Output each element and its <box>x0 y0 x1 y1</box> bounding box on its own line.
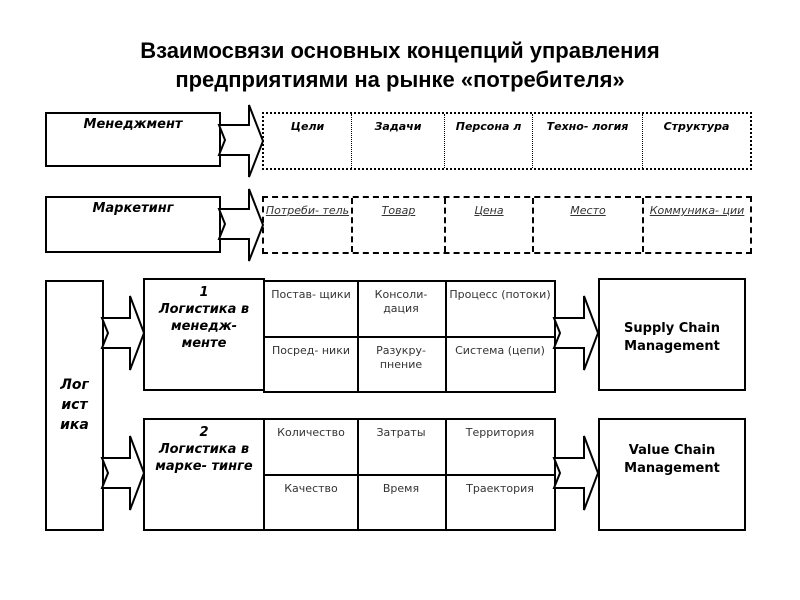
result-label: Supply Chain Management <box>624 321 720 354</box>
marketing-concepts-box: Потреби- тель Товар Цена Место Коммуника… <box>262 196 752 254</box>
marketing-item: Коммуника- ции <box>642 198 750 252</box>
grid-cell: Процесс (потоки) <box>449 288 551 301</box>
grid-cell: Качество <box>284 482 338 495</box>
grid-cell: Постав- щики <box>271 288 351 301</box>
block-label: Логистика в марке- тинге <box>155 442 253 474</box>
title-line-1: Взаимосвязи основных концепций управлени… <box>140 38 660 63</box>
management-item: Персона л <box>444 114 532 168</box>
logistics-management-grid: Постав- щики Консоли- дация Процесс (пот… <box>263 280 556 393</box>
supply-chain-management-box: Supply Chain Management <box>598 278 746 391</box>
management-concepts-box: Цели Задачи Персона л Техно- логия Струк… <box>262 112 752 170</box>
management-item: Структура <box>642 114 750 168</box>
arrow-icon <box>217 104 265 178</box>
grid-cell: Консоли- дация <box>374 288 428 315</box>
marketing-item: Товар <box>351 198 444 252</box>
diagram-title: Взаимосвязи основных концепций управлени… <box>0 36 800 94</box>
grid-cell: Количество <box>277 426 345 439</box>
grid-cell: Траектория <box>466 482 534 495</box>
marketing-item: Место <box>532 198 642 252</box>
management-box: Менеджмент <box>45 112 221 167</box>
marketing-label: Маркетинг <box>92 201 174 216</box>
logistics-label: Лог ист ика <box>60 377 89 433</box>
logistics-box: Лог ист ика <box>45 280 104 531</box>
block-label: Логистика в менедж- менте <box>158 302 250 351</box>
management-item: Техно- логия <box>532 114 642 168</box>
logistics-management-box: 1 Логистика в менедж- менте <box>143 278 265 391</box>
result-label: Value Chain Management <box>624 443 720 476</box>
grid-cell: Время <box>382 482 420 495</box>
arrow-icon <box>552 435 600 511</box>
block-number: 1 <box>199 285 209 300</box>
marketing-box: Маркетинг <box>45 196 221 253</box>
arrow-icon <box>552 295 600 371</box>
management-item: Задачи <box>351 114 444 168</box>
arrow-icon <box>100 295 146 371</box>
marketing-item: Потреби- тель <box>265 204 350 217</box>
management-label: Менеджмент <box>83 117 183 132</box>
management-item: Цели <box>290 120 325 133</box>
grid-cell: Посред- ники <box>271 344 350 357</box>
grid-cell: Система (цепи) <box>455 344 545 357</box>
grid-cell: Территория <box>465 426 535 439</box>
arrow-icon <box>217 188 265 262</box>
value-chain-management-box: Value Chain Management <box>598 418 746 531</box>
block-number: 2 <box>199 425 209 440</box>
grid-cell: Разукру- пнение <box>376 344 426 371</box>
arrow-icon <box>100 435 146 511</box>
logistics-marketing-grid: Количество Затраты Территория Качество В… <box>263 418 556 531</box>
grid-cell: Затраты <box>376 426 426 439</box>
title-line-2: предприятиями на рынке «потребителя» <box>175 67 625 92</box>
logistics-marketing-box: 2 Логистика в марке- тинге <box>143 418 265 531</box>
marketing-item: Цена <box>444 198 532 252</box>
